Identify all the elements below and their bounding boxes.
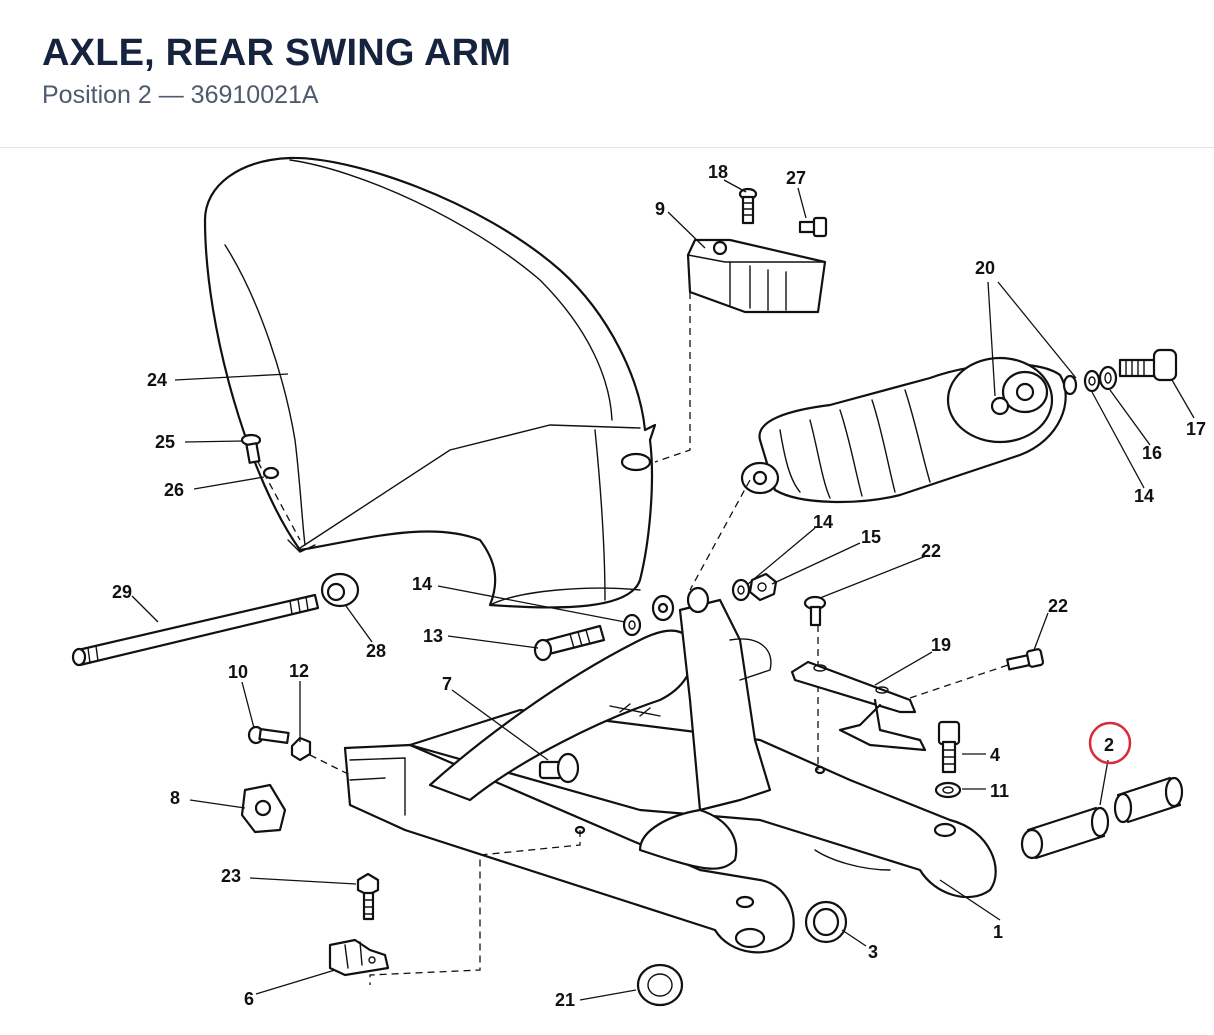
part-14-washer-middle[interactable] [731,578,751,602]
callout-2[interactable]: 2 [1104,735,1114,755]
callout-9[interactable]: 9 [655,199,665,219]
part-20-shock-absorber[interactable] [740,356,1067,504]
callout-22-top[interactable]: 22 [921,541,941,561]
part-21-cap[interactable] [636,963,684,1007]
callout-22-right[interactable]: 22 [1048,596,1068,616]
callout-18[interactable]: 18 [708,162,728,182]
callout-13[interactable]: 13 [423,626,443,646]
callout-25[interactable]: 25 [155,432,175,452]
part-22-screw-right[interactable] [1006,648,1045,671]
callout-14-left[interactable]: 14 [412,574,432,594]
callout-4[interactable]: 4 [990,745,1000,765]
part-10-screw[interactable] [247,725,290,745]
part-4-bolt[interactable] [937,720,961,774]
part-25-screw[interactable] [240,433,262,464]
highlight-ring [1088,721,1132,765]
callout-24[interactable]: 24 [147,370,167,390]
exploded-parts-diagram: 1 2 3 4 6 7 8 9 10 11 12 13 14 14 14 15 … [71,156,1206,1010]
callout-1[interactable]: 1 [993,922,1003,942]
assembly-line-6 [369,830,581,985]
callout-17[interactable]: 17 [1186,419,1206,439]
part-6-clip[interactable] [328,938,390,977]
callout-11[interactable]: 11 [990,781,1009,801]
callout-3[interactable]: 3 [868,942,878,962]
callout-7[interactable]: 7 [442,674,452,694]
part-19-bracket[interactable] [790,660,927,752]
part-29-axle[interactable] [71,593,320,667]
callout-labels: 1 2 3 4 6 7 8 9 10 11 12 13 14 14 14 15 … [112,162,1206,1010]
callout-6[interactable]: 6 [244,989,254,1009]
part-28-bush[interactable] [320,572,360,608]
part-8-adjuster-block[interactable] [240,783,287,834]
part-15-nut[interactable] [748,572,778,602]
part-13-bolt[interactable] [533,624,606,662]
assembly-line-20 [689,479,751,591]
page-subtitle: Position 2 — 36910021A [42,81,319,109]
callout-14-middle[interactable]: 14 [813,512,833,532]
callout-12[interactable]: 12 [289,661,309,681]
part-23-screw[interactable] [356,872,380,921]
part-16-washer[interactable] [1098,365,1118,391]
callout-8[interactable]: 8 [170,788,180,808]
callout-29[interactable]: 29 [112,582,132,602]
callout-26[interactable]: 26 [164,480,184,500]
part-rubber-ring[interactable] [1062,374,1078,396]
part-2-spacer-tube[interactable] [1020,776,1184,860]
assembly-line-9 [654,292,691,463]
part-24-mudguard[interactable] [203,156,657,609]
part-14-washer-left[interactable] [622,613,642,637]
assembly-line-25 [257,461,301,541]
header: AXLE, REAR SWING ARM Position 2 — 369100… [0,0,1214,148]
part-3-ring[interactable] [804,900,848,944]
callout-27[interactable]: 27 [786,168,806,188]
assembly-line-10 [309,754,351,776]
callout-14-upper[interactable]: 14 [1134,486,1154,506]
part-17-bolt[interactable] [1118,348,1178,382]
callout-19[interactable]: 19 [931,635,951,655]
callout-20[interactable]: 20 [975,258,995,278]
part-14-washer-upper[interactable] [1083,369,1101,393]
part-1-swing-arm[interactable] [343,586,997,954]
page-title: AXLE, REAR SWING ARM [42,32,512,74]
part-27-screw[interactable] [798,216,828,238]
part-12-nut[interactable] [290,736,312,762]
part-9-chain-guard[interactable] [686,238,827,314]
callout-21[interactable]: 21 [555,990,575,1010]
leader-lines [131,179,1195,1001]
assembly-line-19 [909,664,1009,699]
callout-15[interactable]: 15 [861,527,881,547]
part-7-adjuster[interactable] [538,752,580,784]
part-11-washer[interactable] [934,781,962,799]
callout-23[interactable]: 23 [221,866,241,886]
callout-10[interactable]: 10 [228,662,248,682]
callout-16[interactable]: 16 [1142,443,1162,463]
callout-28[interactable]: 28 [366,641,386,661]
part-22-screw-top[interactable] [803,595,827,627]
part-18-screw[interactable] [738,187,758,225]
